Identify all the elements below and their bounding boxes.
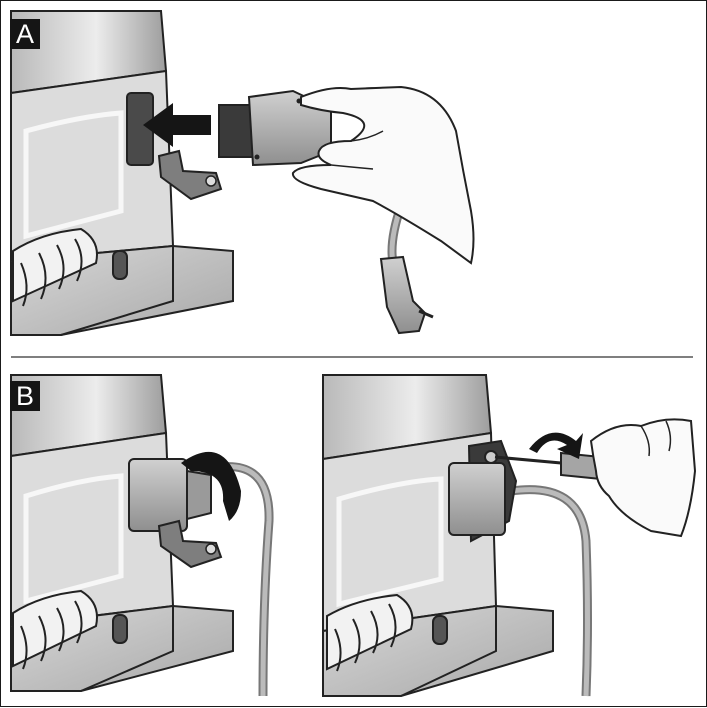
panel-label-b: B	[10, 381, 40, 411]
hand-icon	[589, 418, 697, 538]
panel-a-illustration	[10, 10, 475, 336]
panel-label-a: A	[10, 19, 40, 49]
panel-b-right-illustration	[322, 374, 697, 697]
hand-icon	[291, 85, 475, 265]
panel-b-left-illustration	[10, 374, 274, 697]
vent-fins	[12, 227, 98, 307]
